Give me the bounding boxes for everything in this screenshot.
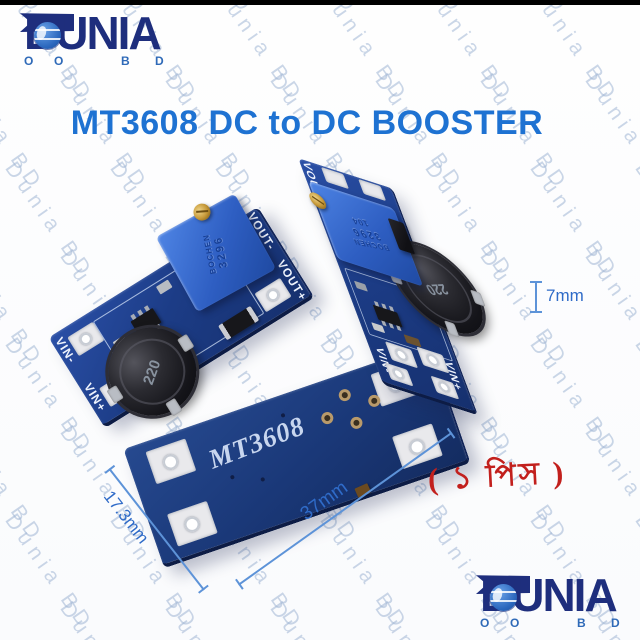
quantity-note: ( ১ পিস )	[427, 454, 568, 497]
watermark-text: Dunia BD	[210, 0, 309, 108]
brand-logo-top: DUNIA O O B D	[12, 10, 192, 74]
brand-sub-letters: O O B D	[24, 54, 184, 70]
watermark-text: Dunia BD	[630, 333, 640, 460]
watermark-text: Dunia BD	[525, 0, 624, 108]
watermark-text: Dunia BD	[0, 245, 49, 372]
sub-letter: O	[510, 616, 520, 630]
watermark-text: Dunia BD	[0, 509, 99, 636]
brand-sub-letters: O O B D	[480, 616, 640, 632]
sub-letter: D	[155, 54, 164, 68]
booster-module-left: VIN- VIN+ VOUT- VOUT+ 220 BOCHEN 3296	[48, 193, 315, 433]
globe-icon	[34, 22, 61, 49]
watermark-text: Dunia BD	[420, 0, 519, 108]
solder-pad	[145, 438, 197, 485]
sub-letter: O	[54, 54, 64, 68]
brand-logo-bottom: DUNIA O O B D	[468, 572, 640, 636]
booster-module-right: VOUT- BOCHEN 3296 104 220 VIN- VIN+	[298, 158, 496, 416]
dimension-height: 7mm	[530, 280, 600, 316]
globe-icon	[490, 584, 517, 611]
sub-letter: O	[480, 616, 490, 630]
via	[340, 391, 349, 399]
watermark-text: Dunia BD	[630, 157, 640, 284]
solder-pad	[384, 362, 414, 387]
watermark-text: Dunia BD	[630, 0, 640, 108]
watermark-text: Dunia BD	[525, 157, 624, 284]
sub-letter: O	[24, 54, 34, 68]
via	[352, 419, 361, 427]
solder-pad	[166, 500, 218, 547]
watermark-text: Dunia BD	[525, 333, 624, 460]
sub-letter: D	[611, 616, 620, 630]
watermark-text: Dunia BD	[0, 421, 49, 548]
watermark-text: Dunia BD	[0, 157, 99, 284]
watermark-text: Dunia BD	[55, 598, 153, 640]
watermark-text: Dunia BD	[370, 598, 468, 640]
sub-letter: B	[577, 616, 586, 630]
watermark-text: Dunia BD	[580, 421, 640, 548]
via	[323, 414, 332, 422]
dimension-height-label: 7mm	[546, 286, 584, 305]
watermark-text: Dunia BD	[265, 598, 363, 640]
watermark-text: Dunia BD	[315, 0, 414, 108]
top-black-bar	[0, 0, 640, 5]
back-silkscreen-label: MT3608	[204, 410, 309, 475]
watermark-text: Dunia BD	[0, 598, 48, 640]
sub-letter: B	[121, 54, 130, 68]
via	[370, 397, 379, 405]
product-title: MT3608 DC to DC BOOSTER	[70, 104, 544, 142]
